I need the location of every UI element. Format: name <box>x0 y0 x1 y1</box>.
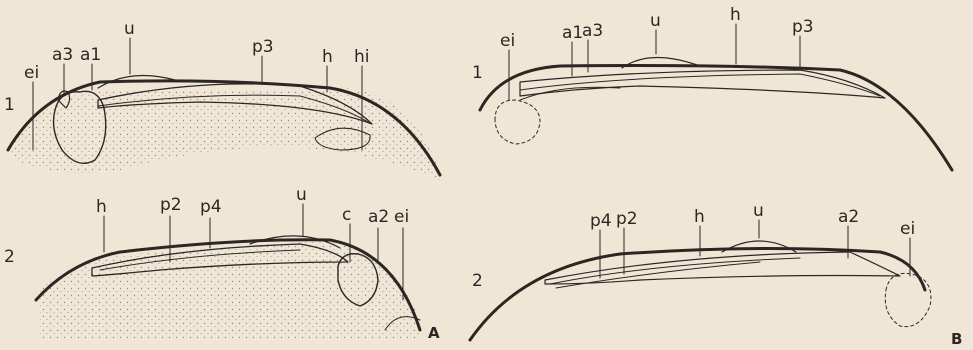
shading-a1 <box>10 88 440 180</box>
label-p3-a1: p3 <box>252 37 274 57</box>
view-number-b1: 1 <box>472 63 483 83</box>
panel-letter-b: B <box>951 330 962 348</box>
label-a3-b1: a3 <box>582 21 603 41</box>
circle-ei-b1 <box>495 100 540 144</box>
label-u-a1: u <box>124 19 135 39</box>
panel-letter-a: A <box>428 324 440 342</box>
label-u-b1: u <box>650 11 661 31</box>
label-hi-a1: hi <box>354 47 370 67</box>
label-u-a2: u <box>296 185 307 205</box>
label-ei-a1: ei <box>24 63 39 83</box>
view-number-a1: 1 <box>4 95 15 115</box>
label-a1-b1: a1 <box>562 23 583 43</box>
panel-b-view-2: 2 p4 p2 h u a2 ei B <box>470 201 962 348</box>
muscle-line-b2-2 <box>556 262 760 288</box>
label-h-b2: h <box>694 207 705 227</box>
label-a1-a1: a1 <box>80 45 101 65</box>
panel-a-view-2: 2 h p2 p4 u c a2 ei A <box>4 185 440 342</box>
skin-outline-b2 <box>470 248 925 340</box>
label-ei-b2: ei <box>900 219 915 239</box>
label-a2-a2: a2 <box>368 207 389 227</box>
label-p4-a2: p4 <box>200 197 222 217</box>
panel-b-view-1: 1 ei a1 a3 u h p3 <box>472 5 952 170</box>
label-a2-b2: a2 <box>838 207 859 227</box>
label-a3-a1: a3 <box>52 45 73 65</box>
label-h-b1: h <box>730 5 741 25</box>
skin-outline-b1 <box>480 66 952 171</box>
u-structure-b2 <box>722 241 796 252</box>
label-p2-b2: p2 <box>616 209 638 229</box>
view-number-a2: 2 <box>4 247 15 267</box>
label-ei-a2: ei <box>394 207 409 227</box>
label-p4-b2: p4 <box>590 211 612 231</box>
label-h-a2: h <box>96 197 107 217</box>
label-h-a1: h <box>322 47 333 67</box>
label-p2-a2: p2 <box>160 195 182 215</box>
label-c-a2: c <box>342 205 351 225</box>
label-ei-b1: ei <box>500 31 515 51</box>
label-u-b2: u <box>753 201 764 221</box>
circle-ei-b2 <box>885 273 931 326</box>
view-number-b2: 2 <box>472 271 483 291</box>
label-p3-b1: p3 <box>792 17 814 37</box>
panel-a-view-1: 1 ei a3 a1 u p3 h hi <box>4 19 440 180</box>
